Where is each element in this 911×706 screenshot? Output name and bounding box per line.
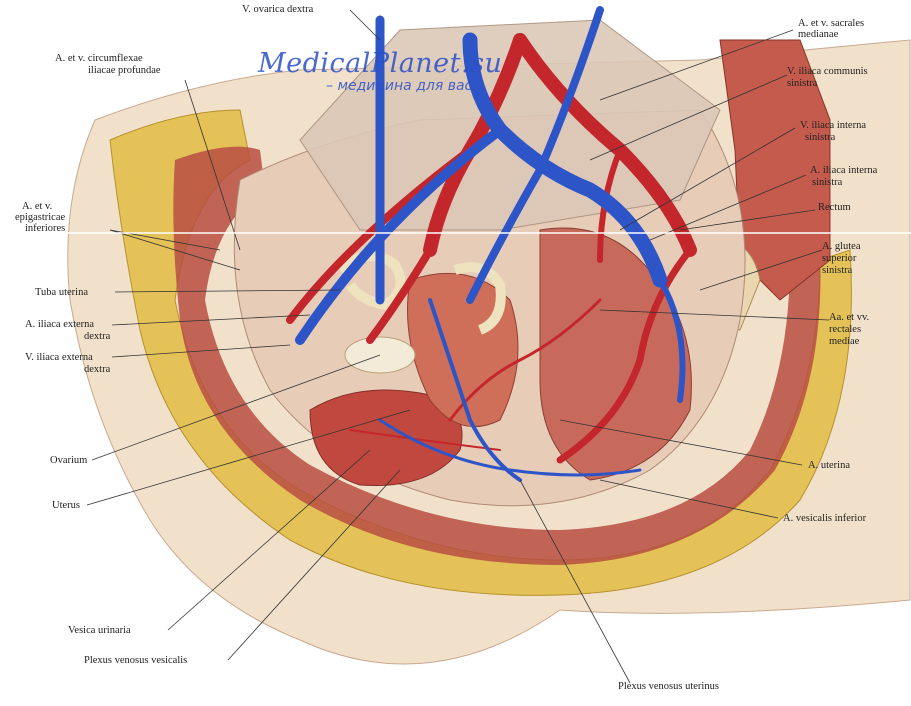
label-iliaca-externa-v-2: dextra [84,364,111,375]
label-iliaca-communis-1: V. iliaca communis [787,66,868,77]
label-epigastricae-3: inferiores [25,223,66,234]
tube-left [453,262,506,335]
label-epigastricae-2: epigastricae [15,212,66,223]
label-iliaca-interna-v-2: sinistra [805,132,836,143]
leader-lines [86,9,830,684]
label-iliaca-interna-a-1: A. iliaca interna [810,165,878,176]
label-tuba-uterina: Tuba uterina [35,287,88,298]
label-epigastricae-1: A. et v. [22,201,53,212]
rectum-shape [539,227,692,481]
label-iliaca-communis-2: sinistra [787,78,818,89]
label-vesica-urinaria: Vesica urinaria [68,625,131,636]
label-iliaca-interna-a-2: sinistra [812,177,843,188]
label-iliaca-externa-a-2: dextra [84,331,111,342]
label-rectales-1: Aa. et vv. [829,312,870,323]
label-rectum: Rectum [818,202,851,213]
label-glutea-1: A. glutea [822,241,861,252]
label-plexus-vesicalis: Plexus venosus vesicalis [84,655,188,666]
label-iliaca-externa-a-1: A. iliaca externa [25,319,95,330]
muscle-layer [173,146,821,565]
label-uterus: Uterus [52,500,80,511]
label-iliaca-interna-v-1: V. iliaca interna [800,120,866,131]
watermark-title: MedicalPlanet.su [258,48,503,79]
label-circumflexae-2: iliacae profundae [88,65,161,76]
label-v-ovarica-dextra: V. ovarica dextra [242,4,314,15]
watermark-subtitle: – медицина для вас [326,78,473,94]
label-glutea-2: superior [822,253,857,264]
bladder-shape [309,389,463,487]
veins [295,6,686,482]
label-iliaca-externa-v-1: V. iliaca externa [25,352,93,363]
label-vesicalis-inferior: A. vesicalis inferior [783,513,867,524]
label-rectales-3: mediae [829,336,860,347]
label-a-uterina: A. uterina [808,460,850,471]
label-ovarium: Ovarium [50,455,88,466]
label-circumflexae-1: A. et v. circumflexae [55,53,143,64]
label-sacrales-2: medianae [798,29,839,40]
label-rectales-2: rectales [829,324,862,335]
label-sacrales-1: A. et v. sacrales [798,18,865,29]
label-plexus-uterinus: Plexus venosus uterinus [618,681,719,692]
label-glutea-3: sinistra [822,265,853,276]
spine-column [719,39,831,301]
